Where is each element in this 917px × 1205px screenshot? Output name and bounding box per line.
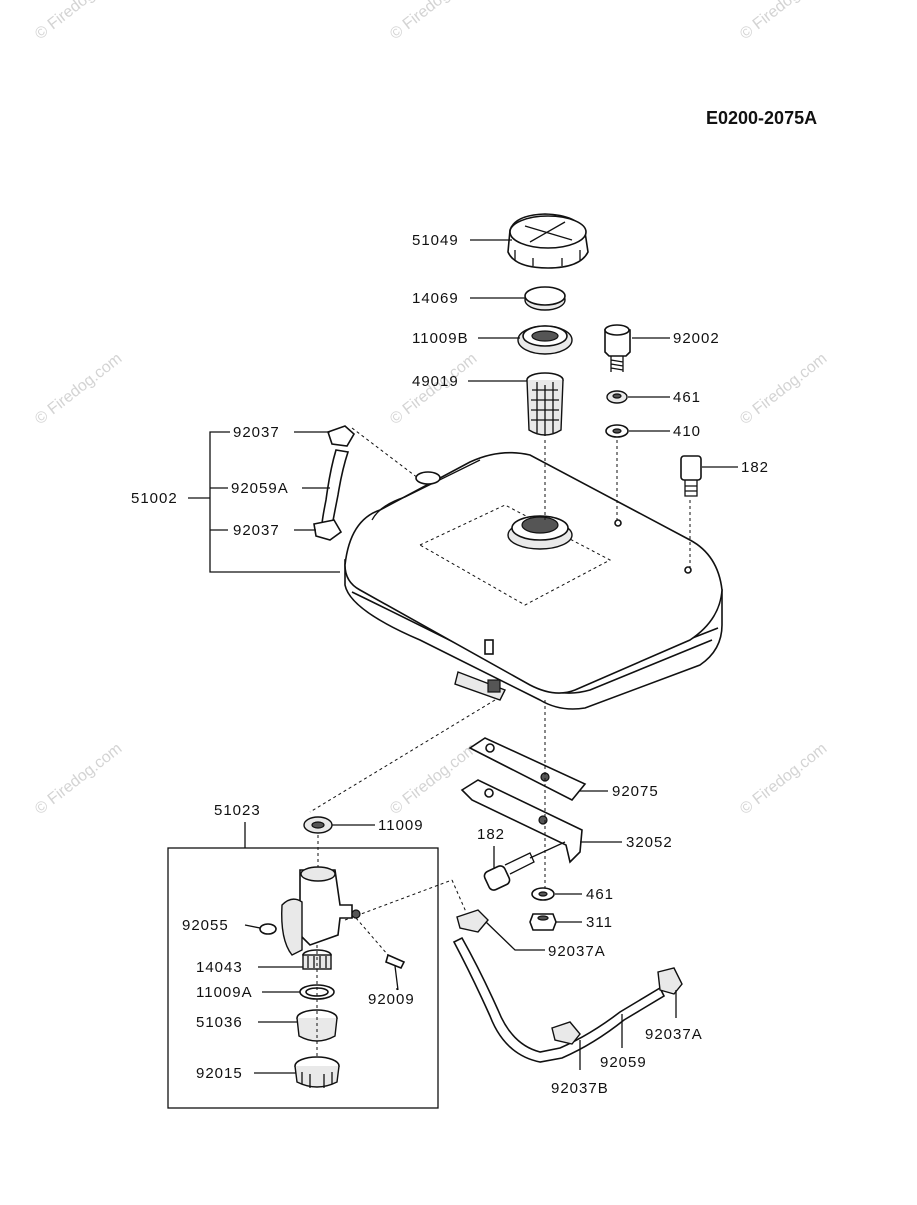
fuel-valve: [281, 866, 361, 956]
watermark: © Firedog.com: [387, 740, 480, 818]
fuel-hose-92059: [452, 909, 683, 1063]
label-92009: 92009: [368, 991, 415, 1008]
label-51049: 51049: [412, 232, 459, 249]
label-92037b: 92037B: [551, 1080, 609, 1097]
label-49019: 49019: [412, 373, 459, 390]
label-92015: 92015: [196, 1065, 243, 1082]
label-311: 311: [586, 914, 613, 931]
label-92037-upper: 92037: [233, 424, 280, 441]
watermark: © Firedog.com: [737, 740, 830, 818]
watermark: © Firedog.com: [32, 740, 125, 818]
breather-182-top: [680, 455, 702, 497]
label-51002: 51002: [131, 490, 178, 507]
label-92075: 92075: [612, 783, 659, 800]
screw-92009: [385, 953, 406, 991]
bolt-92002: [604, 324, 631, 372]
fuel-tank: [344, 451, 723, 710]
label-92055: 92055: [182, 917, 229, 934]
label-51036: 51036: [196, 1014, 243, 1031]
label-92037a-right: 92037A: [645, 1026, 703, 1043]
gasket-11009: [303, 816, 333, 834]
watermark: © Firedog.com: [737, 350, 830, 428]
washer-461-bottom: [531, 887, 555, 901]
watermark: © Firedog.com: [32, 350, 125, 428]
label-182-bottom: 182: [477, 826, 505, 843]
label-182-top: 182: [741, 459, 769, 476]
label-14043: 14043: [196, 959, 243, 976]
label-92037-lower: 92037: [233, 522, 280, 539]
nut-311: [529, 913, 557, 931]
label-92002: 92002: [673, 330, 720, 347]
watermark: © Firedog.com: [387, 0, 480, 43]
label-461-top: 461: [673, 389, 701, 406]
bracket-32052: [460, 779, 583, 864]
label-14069: 14069: [412, 290, 459, 307]
watermark: © Firedog.com: [737, 0, 830, 43]
breather-tube-assy: [313, 425, 356, 541]
label-11009b: 11009B: [412, 330, 469, 347]
cap-gasket: [524, 286, 566, 311]
nut-92015: [294, 1056, 340, 1088]
label-11009a: 11009A: [196, 984, 253, 1001]
leader-lines: [188, 239, 738, 1074]
breather-182-bottom: [483, 852, 535, 891]
fuel-cap: [507, 213, 589, 269]
label-461-bottom: 461: [586, 886, 614, 903]
washer-410: [605, 424, 629, 438]
label-92059a: 92059A: [231, 480, 289, 497]
filler-grommet: [517, 325, 573, 355]
diagram-code: E0200-2075A: [706, 108, 817, 128]
label-51023: 51023: [214, 802, 261, 819]
label-92037a-mid: 92037A: [548, 943, 606, 960]
watermark: © Firedog.com: [32, 0, 125, 43]
part-labels: 51049 14069 11009B 49019 92002 461 410 1…: [131, 232, 769, 1097]
label-410: 410: [673, 423, 701, 440]
label-92059: 92059: [600, 1054, 647, 1071]
fuel-strainer: [526, 372, 564, 436]
bracket-92075: [468, 737, 587, 802]
oring-92055: [259, 923, 277, 935]
valve-assy-box: [167, 847, 439, 1109]
washer-461-top: [606, 390, 628, 404]
label-11009: 11009: [378, 817, 424, 834]
label-32052: 32052: [626, 834, 673, 851]
